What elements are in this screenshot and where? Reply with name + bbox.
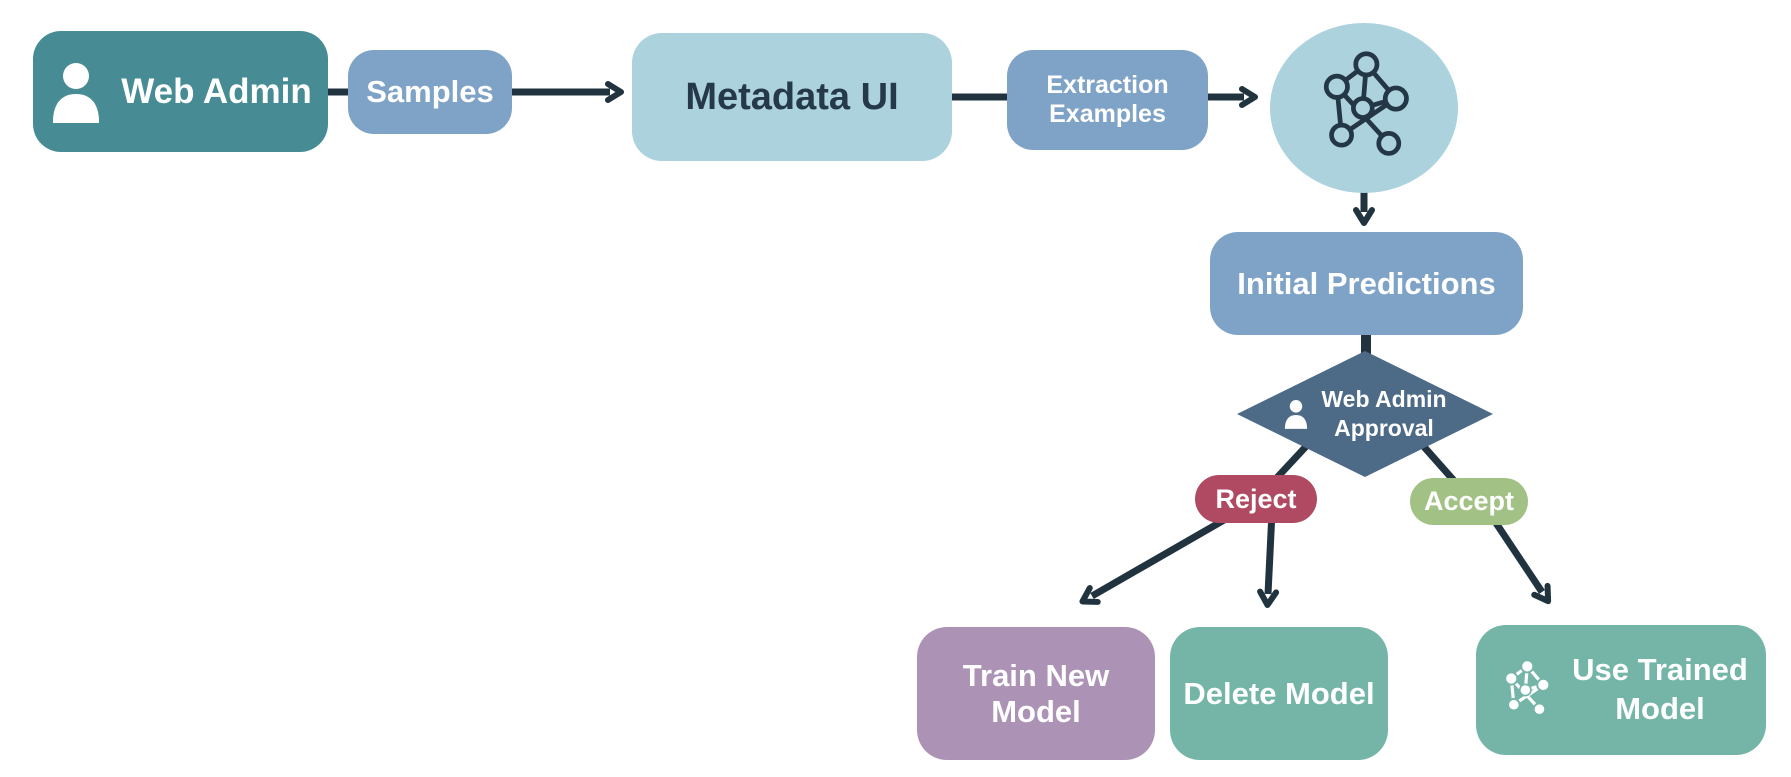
node-label-line2: Model: [1615, 691, 1705, 726]
node-web-admin-approval: Web Admin Approval: [1237, 351, 1493, 477]
node-extraction-examples: Extraction Examples: [1007, 50, 1208, 150]
neural-network-icon: [1494, 658, 1558, 722]
node-delete-model: Delete Model: [1170, 627, 1388, 760]
node-label-line1: Use Trained: [1572, 652, 1748, 688]
edge-accept-usetrained: [1487, 512, 1552, 605]
person-icon: [49, 61, 103, 123]
node-samples: Samples: [348, 50, 512, 134]
node-label: Reject: [1215, 483, 1297, 514]
node-label: Extraction Examples: [1046, 71, 1169, 128]
edge-reject-delete: [1257, 511, 1280, 608]
node-label: Samples: [366, 74, 494, 109]
node-train-new-model: Train New Model: [917, 627, 1155, 760]
edge-reject-train: [1079, 508, 1240, 605]
neural-network-icon: [1305, 49, 1423, 167]
node-neural-network: [1270, 23, 1458, 193]
node-label: Initial Predictions: [1237, 265, 1496, 301]
node-label-line1: Web Admin: [1321, 386, 1447, 413]
node-label: Train New Model: [962, 657, 1110, 729]
node-web-admin: Web Admin: [33, 31, 328, 152]
node-label: Metadata UI: [685, 75, 899, 118]
edge-label-reject: Reject: [1195, 475, 1317, 523]
node-initial-predictions: Initial Predictions: [1210, 232, 1523, 335]
edge-label-accept: Accept: [1410, 478, 1528, 525]
node-label: Delete Model: [1183, 675, 1375, 711]
node-label: Web Admin: [121, 71, 312, 111]
node-label-line2: Approval: [1334, 415, 1434, 441]
node-use-trained-model: Use Trained Model: [1476, 625, 1766, 755]
node-metadata-ui: Metadata UI: [632, 33, 952, 161]
person-icon: [1283, 399, 1309, 429]
node-label: Accept: [1423, 486, 1515, 516]
